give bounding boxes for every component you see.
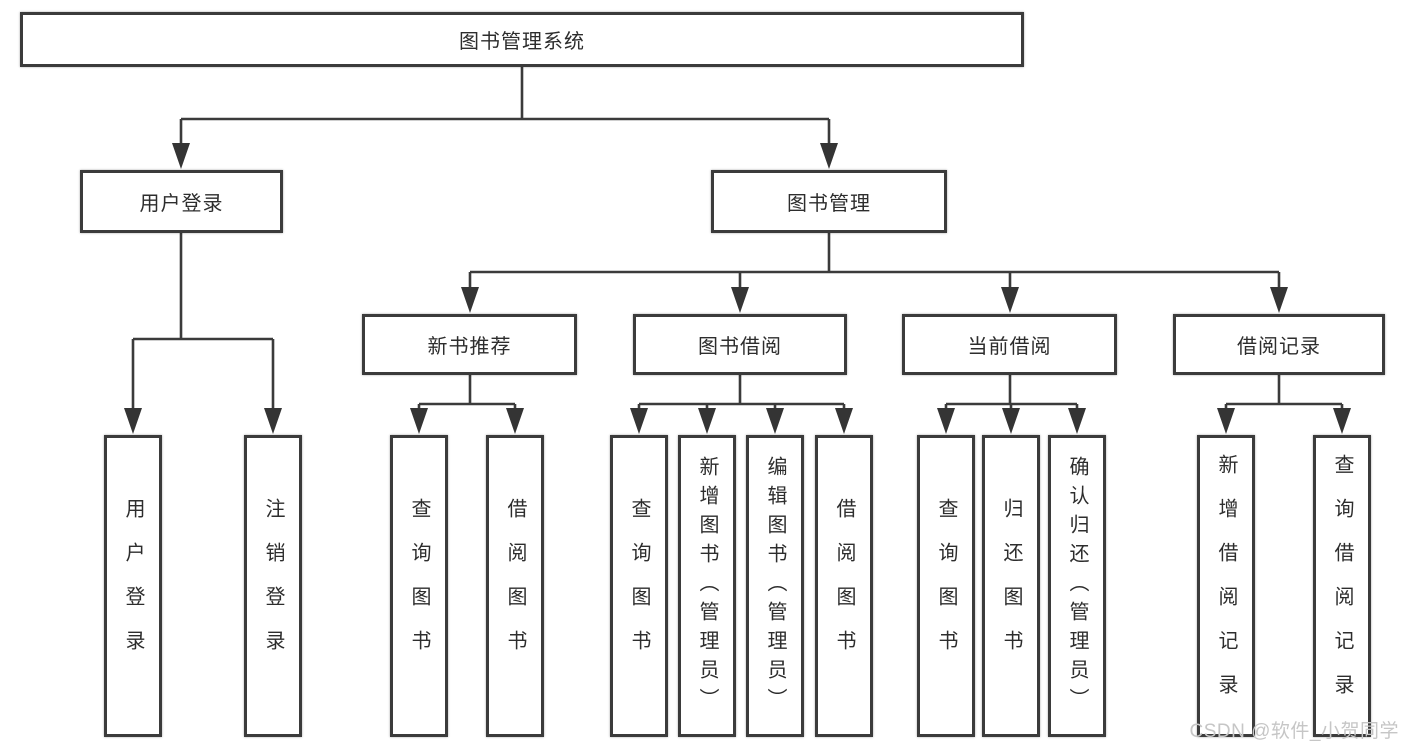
- leaf-label: 注销登录: [262, 498, 284, 674]
- leaf-query-books-recommend: 查询图书: [390, 435, 448, 737]
- node-borrowing-records: 借阅记录: [1173, 314, 1385, 375]
- leaf-logout: 注销登录: [244, 435, 302, 737]
- leaf-borrow-books-recommend: 借阅图书: [486, 435, 544, 737]
- leaf-query-books-current: 查询图书: [917, 435, 975, 737]
- leaf-label: 新增借阅记录: [1215, 454, 1237, 718]
- node-new-book-recommend: 新书推荐: [362, 314, 577, 375]
- leaf-label: 用户登录: [122, 498, 144, 674]
- leaf-add-borrow-record: 新增借阅记录: [1197, 435, 1255, 737]
- leaf-user-login: 用户登录: [104, 435, 162, 737]
- node-user-login: 用户登录: [80, 170, 283, 233]
- leaf-borrow-books-borrowing: 借阅图书: [815, 435, 873, 737]
- csdn-watermark: CSDN @软件_小贺同学: [1189, 721, 1399, 742]
- node-book-management: 图书管理: [711, 170, 947, 233]
- leaf-label: 借阅图书: [504, 498, 526, 674]
- leaf-edit-books-admin: 编辑图书（管理员）: [746, 435, 804, 737]
- leaf-label: 查询图书: [408, 498, 430, 674]
- leaf-label: 新增图书（管理员）: [696, 455, 718, 717]
- node-library-management-system: 图书管理系统: [20, 12, 1024, 67]
- node-current-borrowing: 当前借阅: [902, 314, 1117, 375]
- leaf-query-books-borrowing: 查询图书: [610, 435, 668, 737]
- leaf-label: 借阅图书: [833, 498, 855, 674]
- leaf-label: 查询图书: [628, 498, 650, 674]
- leaf-return-books: 归还图书: [982, 435, 1040, 737]
- leaf-label: 查询借阅记录: [1331, 454, 1353, 718]
- leaf-query-borrow-record: 查询借阅记录: [1313, 435, 1371, 737]
- leaf-label: 确认归还（管理员）: [1066, 455, 1088, 717]
- arrow-heads-icon: [124, 143, 1351, 434]
- leaf-label: 归还图书: [1000, 498, 1022, 674]
- leaf-label: 编辑图书（管理员）: [764, 455, 786, 717]
- node-book-borrowing: 图书借阅: [633, 314, 847, 375]
- leaf-confirm-return-admin: 确认归还（管理员）: [1048, 435, 1106, 737]
- leaf-label: 查询图书: [935, 498, 957, 674]
- leaf-add-books-admin: 新增图书（管理员）: [678, 435, 736, 737]
